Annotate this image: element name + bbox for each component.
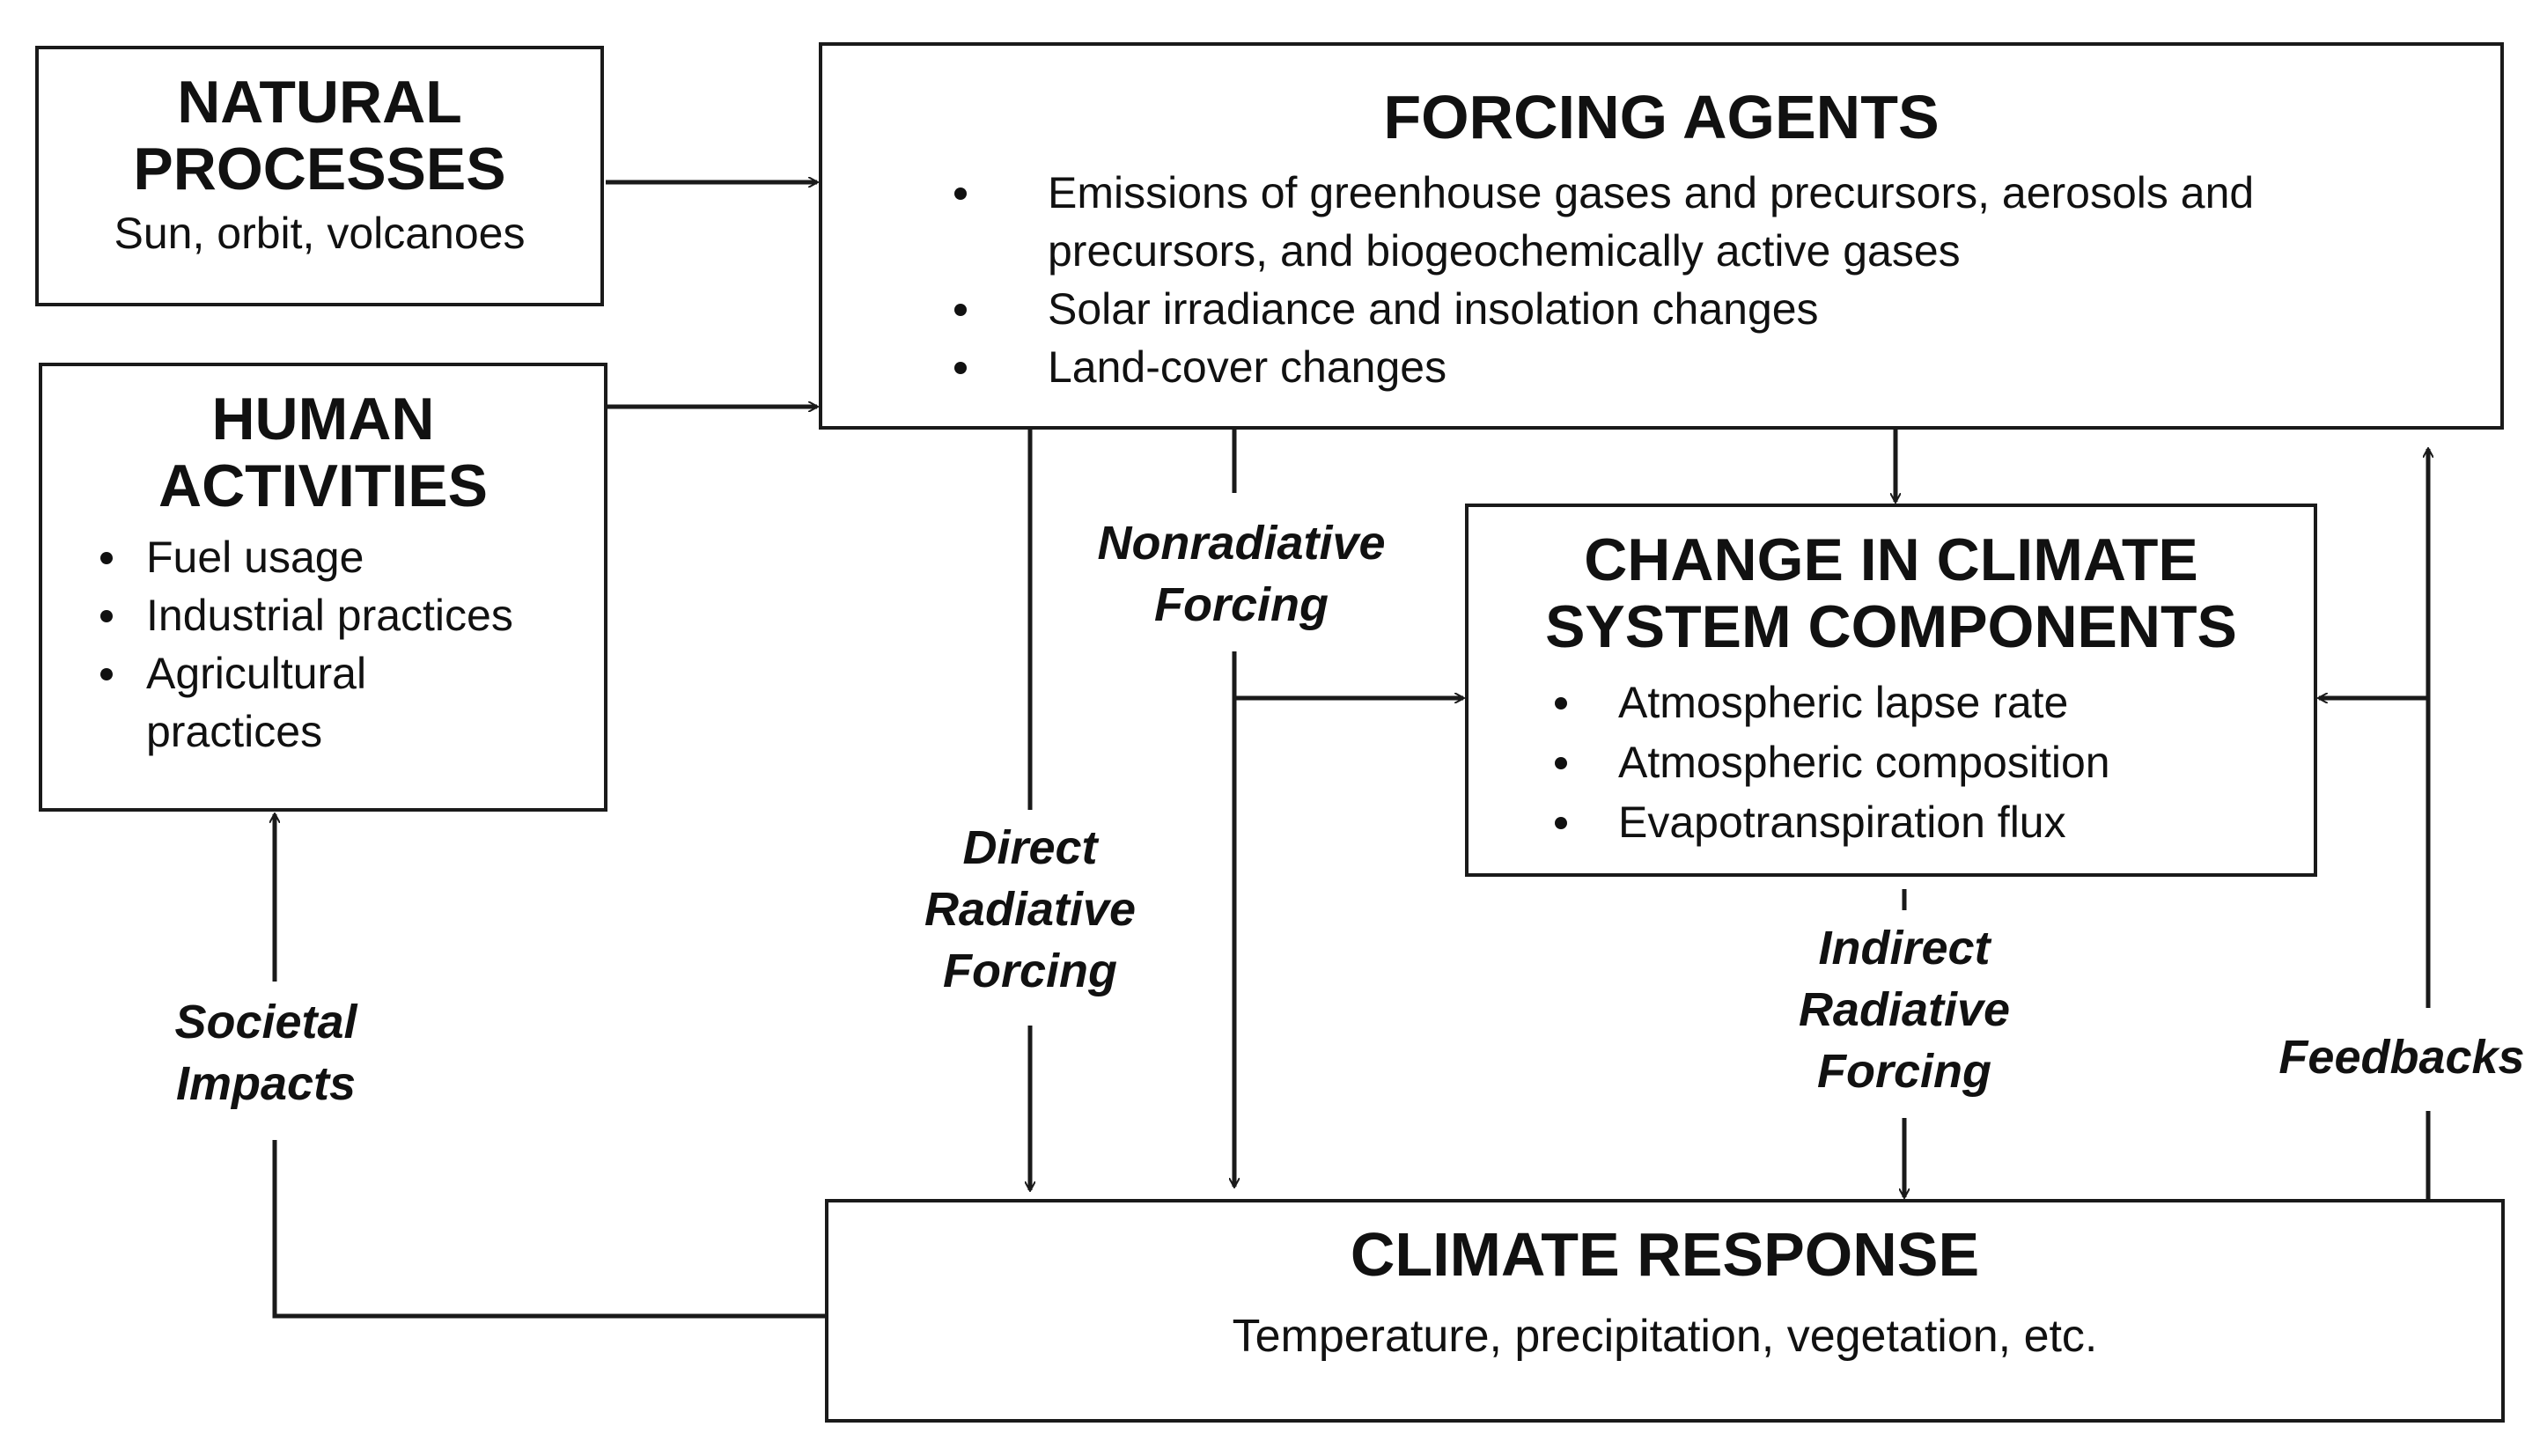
list-item: Atmospheric lapse rate xyxy=(1555,673,2314,732)
bullet-icon xyxy=(954,188,967,201)
feedbacks-label: Feedbacks xyxy=(2270,1026,2534,1089)
forcing-agents-list: Emissions of greenhouse gases and precur… xyxy=(954,164,2500,396)
list-item: Solar irradiance and insolation changes xyxy=(954,280,2500,338)
forcing-agents-box: FORCING AGENTS Emissions of greenhouse g… xyxy=(819,42,2504,430)
list-item: Atmospheric composition xyxy=(1555,732,2314,792)
bullet-icon xyxy=(100,610,113,623)
bullet-icon xyxy=(954,362,967,375)
list-item: Fuel usage xyxy=(100,528,604,586)
list-item: Emissions of greenhouse gases and precur… xyxy=(954,164,2500,222)
list-item: Land-cover changes xyxy=(954,338,2500,396)
response-subtitle: Temperature, precipitation, vegetation, … xyxy=(1232,1311,2098,1363)
indirect-radiative-forcing-label: Indirect Radiative Forcing xyxy=(1798,922,2011,1099)
natural-title-line1: NATURAL xyxy=(177,69,462,136)
list-item-continuation: practices xyxy=(146,707,323,757)
natural-title-line2: PROCESSES xyxy=(133,136,506,203)
natural-processes-box: NATURAL PROCESSES Sun, orbit, volcanoes xyxy=(35,46,604,306)
bullet-icon xyxy=(100,668,113,681)
change-in-climate-box: CHANGE IN CLIMATE SYSTEM COMPONENTS Atmo… xyxy=(1465,504,2317,877)
human-title-line2: ACTIVITIES xyxy=(158,452,489,520)
direct-radiative-forcing-label: Direct Radiative Forcing xyxy=(924,821,1137,998)
bullet-icon xyxy=(1555,757,1567,770)
response-title: CLIMATE RESPONSE xyxy=(1350,1220,1980,1289)
nonradiative-forcing-label: Nonradiative Forcing xyxy=(1097,517,1386,632)
bullet-icon xyxy=(954,304,967,317)
list-item-continuation: precursors, and biogeochemically active … xyxy=(1048,226,1961,276)
climate-response-box: CLIMATE RESPONSE Temperature, precipitat… xyxy=(825,1199,2505,1423)
list-item: Evapotranspiration flux xyxy=(1555,792,2314,852)
list-item: Industrial practices xyxy=(100,586,604,644)
bullet-icon xyxy=(1555,817,1567,830)
change-title-line2: SYSTEM COMPONENTS xyxy=(1545,593,2237,661)
change-title-line1: CHANGE IN CLIMATE xyxy=(1584,526,2198,593)
list-item: Agricultural xyxy=(100,644,604,702)
bullet-icon xyxy=(1555,697,1567,710)
human-activities-list: Fuel usage Industrial practices Agricult… xyxy=(100,528,604,761)
change-components-list: Atmospheric lapse rate Atmospheric compo… xyxy=(1555,673,2314,852)
human-activities-box: HUMAN ACTIVITIES Fuel usage Industrial p… xyxy=(39,363,607,812)
human-title-line1: HUMAN xyxy=(211,386,435,452)
line-societal-impacts xyxy=(272,1140,825,1319)
societal-impacts-label: Societal Impacts xyxy=(174,996,357,1111)
natural-subtitle: Sun, orbit, volcanoes xyxy=(114,209,526,259)
bullet-icon xyxy=(100,552,113,565)
forcing-title: FORCING AGENTS xyxy=(1383,83,1940,151)
